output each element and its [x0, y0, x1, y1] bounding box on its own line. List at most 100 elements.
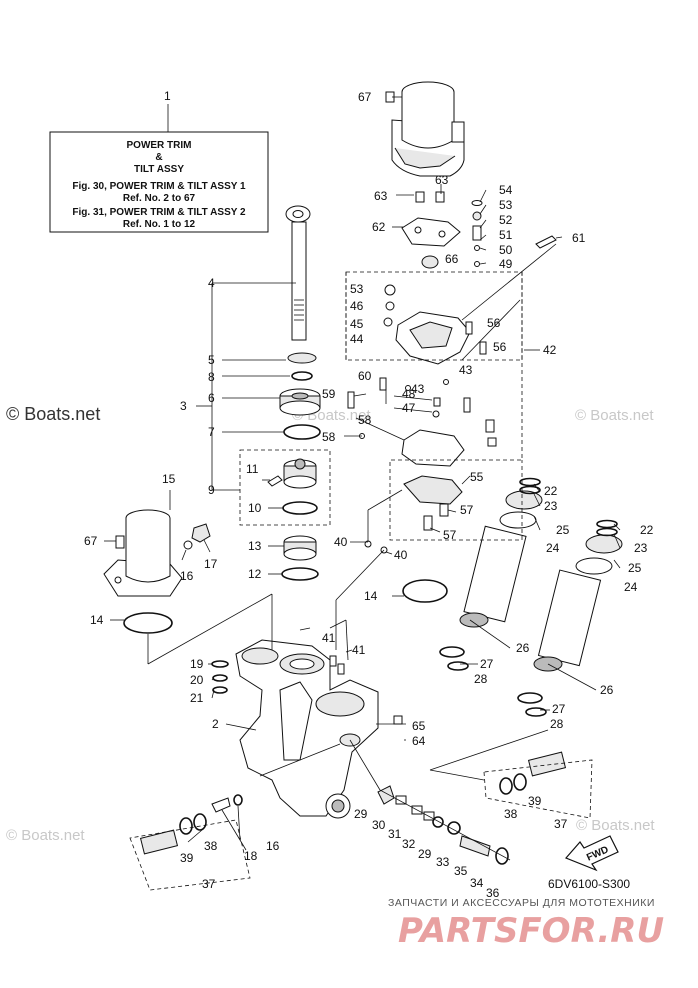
callout-label: 2 [212, 717, 219, 731]
callout-label: 25 [628, 561, 642, 575]
main-housing [235, 639, 379, 819]
trim-motor [391, 81, 465, 177]
callout-label: 65 [412, 719, 426, 733]
callout-label: 66 [445, 252, 459, 266]
callout-label: 37 [554, 817, 568, 831]
callout-label: 35 [454, 864, 468, 878]
callout-label: 13 [248, 539, 262, 553]
callout-label: 27 [480, 657, 494, 671]
callout-label: 34 [470, 876, 484, 890]
callout-label: 21 [190, 691, 204, 705]
callout-label: 63 [435, 173, 449, 187]
footer-logo: PARTSFOR.RU [398, 911, 664, 951]
title-line: & [155, 152, 162, 163]
callout-label: 40 [394, 548, 408, 562]
callout-label: 26 [600, 683, 614, 697]
callout-label: 48 [402, 387, 416, 401]
callout-label: 3 [180, 399, 187, 413]
watermark: © Boats.net [575, 407, 654, 424]
callout-label: 30 [372, 818, 386, 832]
callout-label: 20 [190, 673, 204, 687]
footer-brand: ЗАПЧАСТИ И АКСЕССУАРЫ ДЛЯ МОТОТЕХНИКИ PA… [388, 897, 664, 951]
callout-label: 59 [322, 387, 336, 401]
callout-label: 56 [487, 316, 501, 330]
callout-label: 16 [266, 839, 280, 853]
leader-lines [104, 96, 621, 861]
part-drawings [103, 81, 623, 865]
callout-label: 32 [402, 837, 416, 851]
callout-label: 43 [459, 363, 473, 377]
callout-label: 10 [248, 501, 262, 515]
title-line: Ref. No. 1 to 12 [123, 219, 196, 230]
callout-label: 17 [204, 557, 218, 571]
callout-label: 16 [180, 569, 194, 583]
callout-label: 36 [486, 886, 500, 900]
title-line: Fig. 31, POWER TRIM & TILT ASSY 2 [72, 207, 246, 218]
callout-label: 1 [164, 89, 171, 103]
callout-label: 46 [350, 299, 364, 313]
callout-label: 58 [358, 413, 372, 427]
title-line: Fig. 30, POWER TRIM & TILT ASSY 1 [72, 181, 246, 192]
callout-numbers: 67 63 63 62 54 53 52 51 50 49 66 61 53 4… [84, 90, 654, 900]
callout-label: 38 [504, 807, 518, 821]
callout-label: 50 [499, 243, 513, 257]
callout-label: 55 [470, 470, 484, 484]
callout-label: 18 [244, 849, 258, 863]
callout-label: 40 [334, 535, 348, 549]
callout-label: 33 [436, 855, 450, 869]
callout-label: 67 [358, 90, 372, 104]
callout-label: 15 [162, 472, 176, 486]
callout-label: 56 [493, 340, 507, 354]
callout-label: 39 [180, 851, 194, 865]
callout-label: 41 [322, 631, 336, 645]
callout-label: 12 [248, 567, 262, 581]
callout-label: 26 [516, 641, 530, 655]
tilt-rod [285, 205, 311, 341]
callout-label: 5 [208, 353, 215, 367]
diagram-code: 6DV6100-S300 [548, 877, 630, 891]
side-cylinder-left [439, 490, 543, 671]
footer-subtitle: ЗАПЧАСТИ И АКСЕССУАРЫ ДЛЯ МОТОТЕХНИКИ [388, 897, 655, 909]
callout-label: 27 [552, 702, 566, 716]
callout-label: 57 [443, 528, 457, 542]
callout-label: 53 [350, 282, 364, 296]
callout-label: 51 [499, 228, 513, 242]
callout-label: 39 [528, 794, 542, 808]
callout-label: 64 [412, 734, 426, 748]
callout-label: 24 [546, 541, 560, 555]
callout-label: 43 [411, 382, 425, 396]
callout-label: 23 [544, 499, 558, 513]
callout-label: 6 [208, 391, 215, 405]
callout-label: 31 [388, 827, 402, 841]
callout-label: 38 [204, 839, 218, 853]
assembly-outlines [129, 271, 593, 891]
callout-label: 22 [544, 484, 558, 498]
watermark: © Boats.net [6, 404, 100, 424]
title-line: TILT ASSY [134, 164, 184, 175]
callout-label: 22 [640, 523, 654, 537]
callout-label: 61 [572, 231, 586, 245]
side-cylinder-right [517, 534, 623, 717]
watermark: © Boats.net [576, 817, 655, 834]
callout-label: 44 [350, 332, 364, 346]
callout-label: 45 [350, 317, 364, 331]
callout-label: 47 [402, 401, 416, 415]
callout-label: 29 [418, 847, 432, 861]
callout-label: 54 [499, 183, 513, 197]
callout-label: 24 [624, 580, 638, 594]
callout-label: 53 [499, 198, 513, 212]
callout-label: 60 [358, 369, 372, 383]
title-box: 1 POWER TRIM & TILT ASSY Fig. 30, POWER … [49, 89, 269, 233]
reservoir [103, 509, 183, 597]
callout-label: 28 [474, 672, 488, 686]
callout-label: 57 [460, 503, 474, 517]
fwd-arrow-icon: FWD [564, 835, 619, 872]
title-line: Ref. No. 2 to 67 [123, 193, 196, 204]
callout-label: 49 [499, 257, 513, 271]
callout-label: 4 [208, 276, 215, 290]
callout-label: 8 [208, 370, 215, 384]
callout-label: 28 [550, 717, 564, 731]
callout-label: 62 [372, 220, 386, 234]
callout-label: 19 [190, 657, 204, 671]
